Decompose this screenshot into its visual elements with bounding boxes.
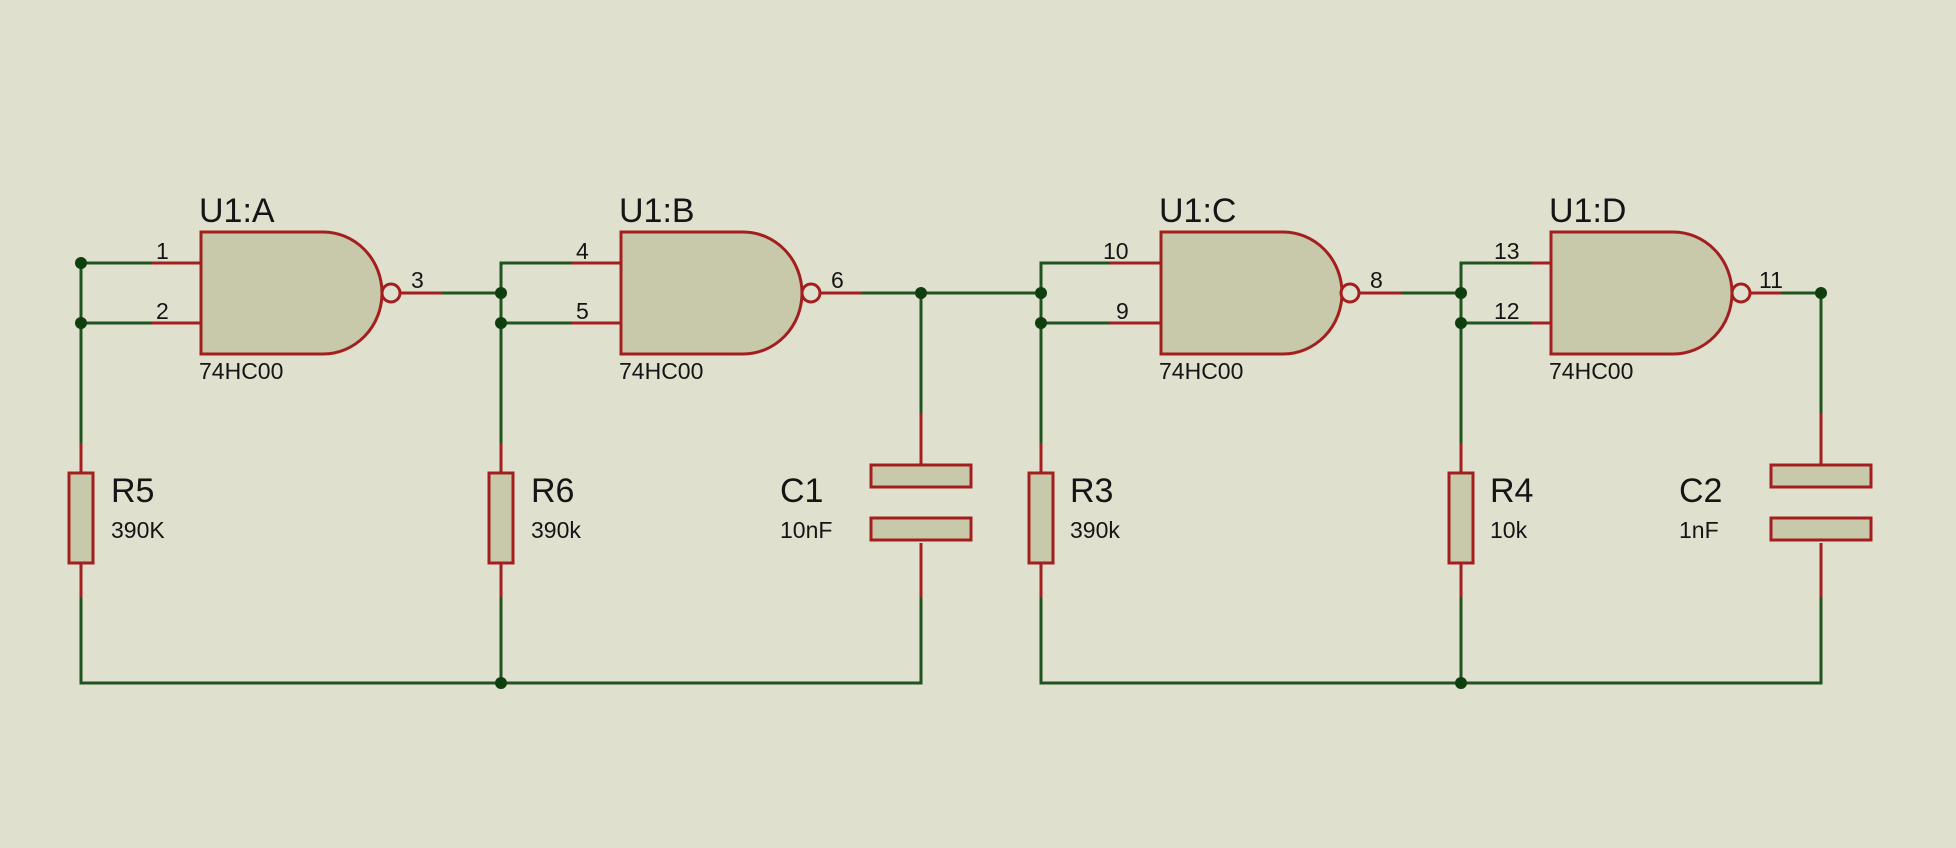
junctions: [75, 257, 1827, 689]
capacitor-value-label: 10nF: [780, 517, 832, 543]
inversion-bubble: [1339, 282, 1361, 304]
capacitor-c1[interactable]: C1 10nF: [780, 413, 973, 597]
junction-dot: [495, 287, 507, 299]
pin-number: 6: [831, 267, 844, 293]
junction-dot: [915, 287, 927, 299]
junction-dot: [75, 257, 87, 269]
nand-gate-u1a[interactable]: U1:A 74HC00 1 2 3: [152, 192, 442, 384]
resistor-value-label: 10k: [1490, 517, 1528, 543]
junction-dot: [495, 677, 507, 689]
resistor-r5[interactable]: R5 390K: [67, 443, 165, 597]
resistor-r6[interactable]: R6 390k: [487, 443, 581, 597]
pin-number: 1: [156, 238, 169, 264]
nand-gate-u1c[interactable]: U1:C 74HC00 10 9 8: [1103, 192, 1401, 384]
capacitor-ref-label: C2: [1679, 472, 1722, 510]
inversion-bubble: [1730, 282, 1752, 304]
gate-body: [1159, 230, 1344, 356]
junction-dot: [75, 317, 87, 329]
gate-ref-label: U1:D: [1549, 192, 1626, 230]
pin-number: 2: [156, 298, 169, 324]
pin-number: 8: [1370, 267, 1383, 293]
junction-dot: [1035, 287, 1047, 299]
inversion-bubble: [380, 282, 402, 304]
gate-ref-label: U1:A: [199, 192, 275, 230]
resistor-value-label: 390k: [1070, 517, 1120, 543]
capacitor-value-label: 1nF: [1679, 517, 1719, 543]
gate-part-label: 74HC00: [1159, 358, 1243, 384]
gate-part-label: 74HC00: [1549, 358, 1633, 384]
capacitor-c2[interactable]: C2 1nF: [1679, 413, 1873, 597]
gate-part-label: 74HC00: [199, 358, 283, 384]
pin-number: 4: [576, 238, 589, 264]
nand-gate-u1b[interactable]: U1:B 74HC00 4 5 6: [572, 192, 862, 384]
junction-dot: [1035, 317, 1047, 329]
resistor-r4[interactable]: R4 10k: [1447, 443, 1533, 597]
resistor-value-label: 390k: [531, 517, 581, 543]
pin-number: 13: [1494, 238, 1520, 264]
junction-dot: [1455, 677, 1467, 689]
resistor-value-label: 390K: [111, 517, 165, 543]
junction-dot: [1815, 287, 1827, 299]
resistor-body: [67, 471, 95, 565]
capacitor-ref-label: C1: [780, 472, 823, 510]
resistor-ref-label: R5: [111, 472, 154, 510]
pin-number: 9: [1116, 298, 1129, 324]
gate-body: [199, 230, 384, 356]
capacitor-plate: [1769, 516, 1873, 542]
pin-number: 11: [1759, 267, 1783, 293]
inversion-bubble: [800, 282, 822, 304]
resistor-body: [1027, 471, 1055, 565]
junction-dot: [495, 317, 507, 329]
capacitor-plate: [869, 463, 973, 489]
gate-body: [1549, 230, 1734, 356]
gate-ref-label: U1:C: [1159, 192, 1236, 230]
pin-number: 5: [576, 298, 589, 324]
pin-number: 3: [411, 267, 424, 293]
capacitor-plate: [1769, 463, 1873, 489]
junction-dot: [1455, 317, 1467, 329]
nand-gate-u1d[interactable]: U1:D 74HC00 13 12 11: [1494, 192, 1783, 384]
gate-ref-label: U1:B: [619, 192, 695, 230]
resistor-ref-label: R6: [531, 472, 574, 510]
pin-number: 10: [1103, 238, 1129, 264]
wire: [1779, 291, 1823, 415]
gate-body: [619, 230, 804, 356]
pin-number: 12: [1494, 298, 1520, 324]
resistor-ref-label: R3: [1070, 472, 1113, 510]
junction-dot: [1455, 287, 1467, 299]
resistor-body: [487, 471, 515, 565]
resistor-r3[interactable]: R3 390k: [1027, 443, 1120, 597]
resistor-ref-label: R4: [1490, 472, 1533, 510]
wire: [1039, 595, 1823, 685]
capacitor-plate: [869, 516, 973, 542]
resistor-body: [1447, 471, 1475, 565]
gate-part-label: 74HC00: [619, 358, 703, 384]
